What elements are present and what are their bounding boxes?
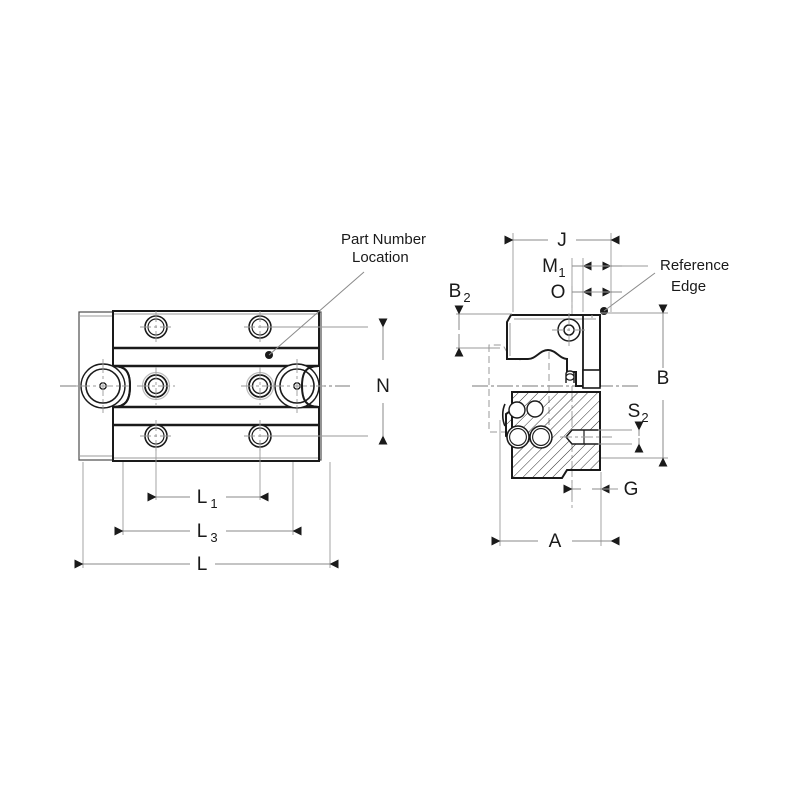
end-view-small-boss <box>565 370 575 383</box>
grease-port-bore <box>560 429 612 445</box>
dimension-S2-subscript: 2 <box>641 410 648 425</box>
dimension-B: B <box>657 304 670 467</box>
dimension-B2-label: B <box>449 281 462 302</box>
part-number-label-line2: Location <box>352 249 409 266</box>
dimension-N: N <box>376 318 390 445</box>
end-view-counterbore <box>552 313 586 347</box>
dimension-B-label: B <box>657 368 670 389</box>
reference-edge-face-lines <box>582 315 601 389</box>
carriage-hole-middle-right <box>241 367 279 405</box>
part-number-leader-line <box>268 271 365 356</box>
dimension-S2-label: S <box>628 401 641 422</box>
dimension-L3-label: L <box>197 521 208 542</box>
carriage-hole-middle-left <box>137 367 175 405</box>
carriage-hole-bottom-left <box>140 420 172 452</box>
dimension-J: J <box>504 230 620 251</box>
dimension-J-label: J <box>557 230 567 251</box>
reference-edge-leader-line <box>603 272 656 312</box>
part-number-label-line1: Part Number <box>341 231 426 248</box>
dimension-M1-subscript: 1 <box>558 265 565 280</box>
dimension-M1: M 1 <box>542 256 648 280</box>
annotation-reference-edge: Reference Edge <box>660 257 729 295</box>
reference-edge-label-line1: Reference <box>660 257 729 274</box>
ball-lower-left <box>506 425 530 449</box>
rail-mounting-hole-left <box>76 359 130 413</box>
dimension-N-label: N <box>376 376 390 397</box>
carriage-endcap-arcs-overlay <box>112 365 320 408</box>
dimension-L1: L 1 <box>147 487 269 511</box>
dimension-L-label: L <box>197 554 208 575</box>
ball-upper-left <box>508 401 526 419</box>
ball-upper-right <box>526 400 544 418</box>
rail-mounting-hole-right <box>270 359 324 413</box>
dimension-L3-subscript: 3 <box>210 530 217 545</box>
dimension-B2: B 2 <box>449 281 471 357</box>
ball-lower-right <box>529 425 553 449</box>
carriage-hole-top-left <box>140 311 172 343</box>
dimension-B2-subscript: 2 <box>463 290 470 305</box>
dimension-L1-subscript: 1 <box>210 496 217 511</box>
dimension-A-label: A <box>549 531 562 552</box>
dimension-O: O <box>551 282 622 303</box>
top-view-witness-lines-length <box>82 447 331 568</box>
top-view <box>60 271 368 568</box>
end-view-witness-lines-b2 <box>456 313 512 349</box>
dimension-A: A <box>491 531 620 552</box>
dimension-M1-label: M <box>542 256 558 277</box>
dimension-L3: L 3 <box>114 521 302 545</box>
top-view-witness-lines-n <box>260 326 368 437</box>
carriage-band-lines <box>113 346 319 427</box>
dimension-O-label: O <box>551 282 566 303</box>
dimension-L: L <box>74 554 339 575</box>
annotation-part-number-location: Part Number Location <box>341 231 426 266</box>
dimension-G-label: G <box>624 479 639 500</box>
end-view-witness-lines-right <box>598 312 668 459</box>
reference-edge-label-line2: Edge <box>671 278 706 295</box>
dimension-G: G <box>563 479 639 500</box>
dimension-L1-label: L <box>197 487 208 508</box>
dimension-S2: S 2 <box>628 401 649 453</box>
